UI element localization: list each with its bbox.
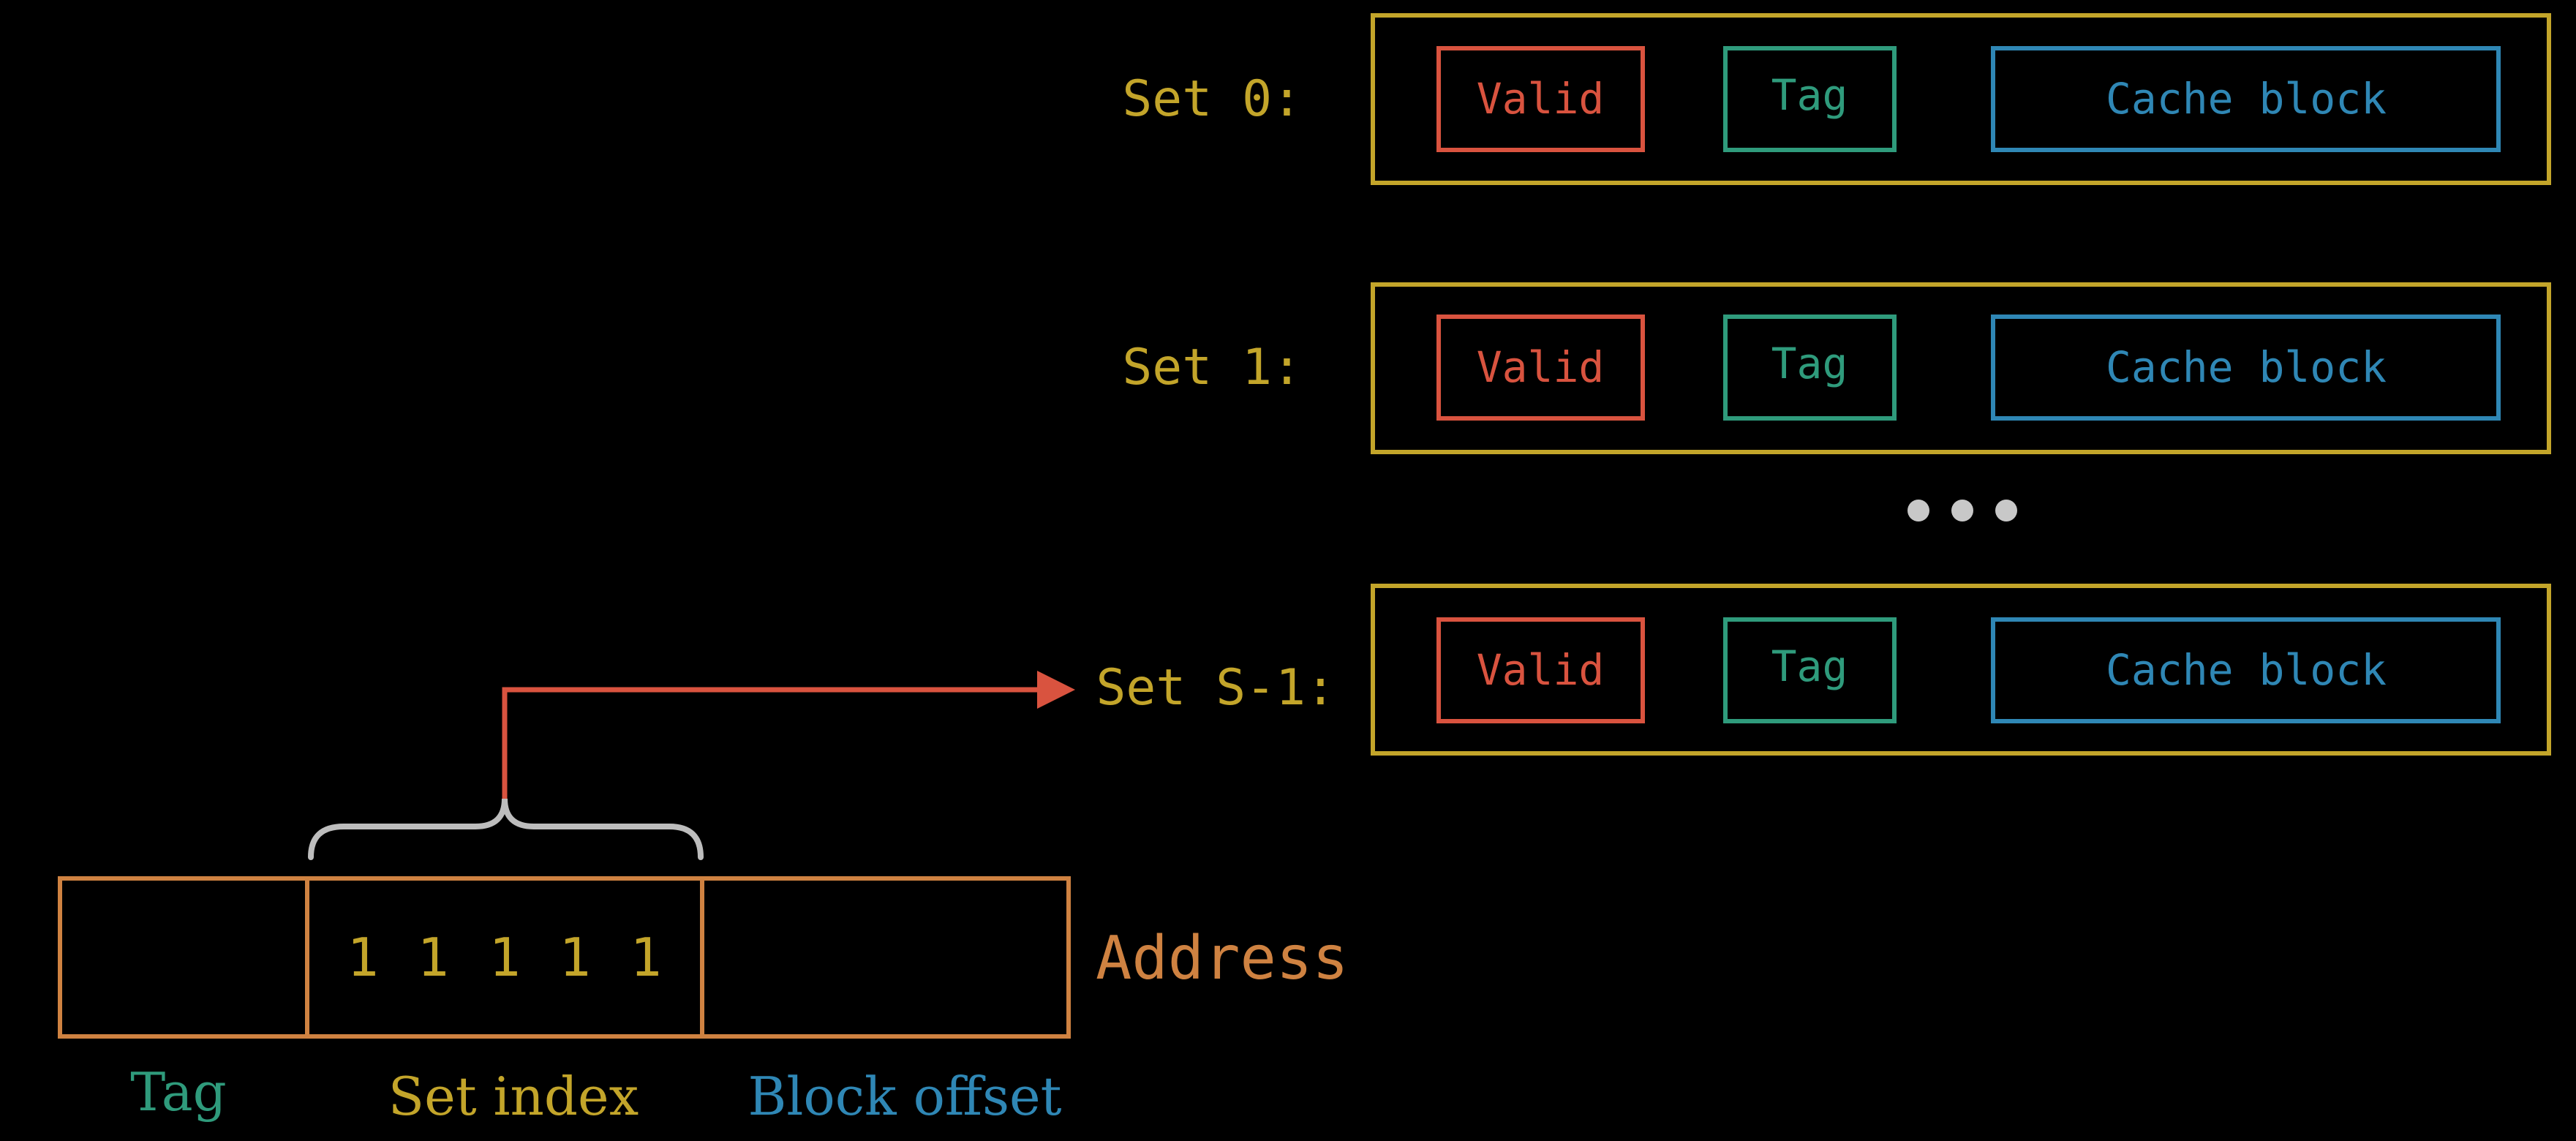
valid-label: Valid <box>1477 645 1605 695</box>
set-label: Set 1: <box>1122 339 1302 396</box>
set-frame <box>1371 584 2551 756</box>
tag-label: Tag <box>1771 70 1848 120</box>
valid-label: Valid <box>1477 342 1605 392</box>
address-label: Address <box>1096 924 1349 993</box>
cache-block-label: Cache block <box>2106 645 2387 695</box>
valid-box <box>1436 46 1645 152</box>
block-offset-field-label: Block offset <box>747 1066 1061 1127</box>
set-frame <box>1371 13 2551 185</box>
tag-field-label: Tag <box>130 1061 226 1123</box>
valid-box <box>1436 617 1645 723</box>
tag-label: Tag <box>1771 339 1848 388</box>
address-frame <box>58 876 1071 1039</box>
set-index-bit: 1 <box>489 927 520 988</box>
cache-block-label: Cache block <box>2106 74 2387 124</box>
valid-label: Valid <box>1477 74 1605 124</box>
set-row-1: Set 1: Valid Tag Cache block <box>1122 282 2551 454</box>
tag-box <box>1723 617 1897 723</box>
address-bar: 1 1 1 1 1 Address <box>58 876 1349 1039</box>
valid-box <box>1436 315 1645 421</box>
cache-block-box <box>1991 617 2501 723</box>
tag-label: Tag <box>1771 641 1848 691</box>
set-index-field-label: Set index <box>388 1066 639 1127</box>
tag-box <box>1723 315 1897 421</box>
set-row-0: Set 0: Valid Tag Cache block <box>1122 13 2551 185</box>
ellipsis-icon <box>1907 500 2017 521</box>
set-index-bit: 1 <box>559 927 590 988</box>
tag-box <box>1723 46 1897 152</box>
cache-block-label: Cache block <box>2106 342 2387 392</box>
set-index-bit: 1 <box>417 927 448 988</box>
cache-block-box <box>1991 315 2501 421</box>
cache-block-box <box>1991 46 2501 152</box>
set-index-brace <box>308 798 704 860</box>
set-frame <box>1371 282 2551 454</box>
set-label: Set 0: <box>1122 70 1302 128</box>
set-index-bit: 1 <box>347 927 378 988</box>
set-index-bit: 1 <box>630 927 661 988</box>
arrow-head-icon <box>1037 671 1075 709</box>
set-row-last: Set S-1: Valid Tag Cache block <box>1096 584 2551 756</box>
set-label: Set S-1: <box>1096 659 1336 717</box>
pointer-arrow <box>502 671 1075 799</box>
